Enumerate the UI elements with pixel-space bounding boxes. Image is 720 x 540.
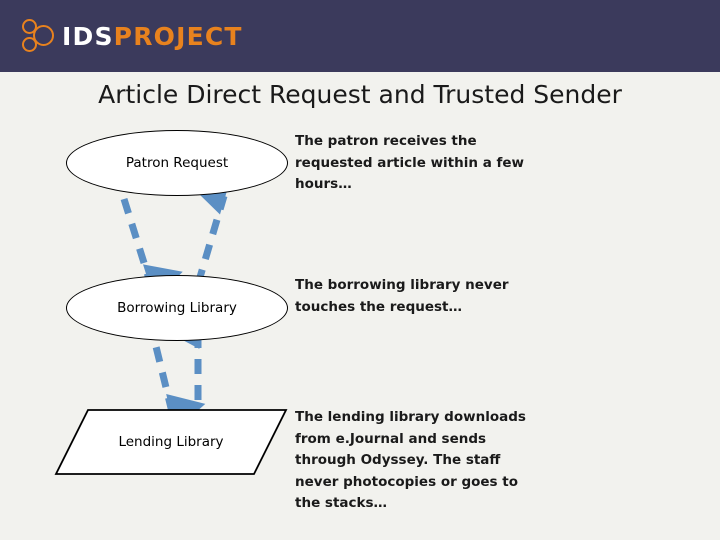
node-patron-request-label: Patron Request: [125, 155, 229, 171]
node-borrowing-library-label: Borrowing Library: [117, 300, 237, 316]
note-patron: The patron receives the requested articl…: [295, 133, 524, 193]
ids-project-logo: IDSPROJECT: [22, 14, 243, 58]
node-lending-library[interactable]: Lending Library: [54, 408, 288, 476]
logo-text-ids: IDS: [62, 21, 114, 51]
arrow-patron-to-borrowing: [120, 197, 183, 301]
node-lending-library-label: Lending Library: [118, 434, 224, 450]
node-patron-request[interactable]: Patron Request: [66, 130, 288, 196]
page-title: Article Direct Request and Trusted Sende…: [98, 80, 622, 109]
arrow-borrowing-to-patron: [191, 178, 231, 285]
logo-wordmark: IDSPROJECT: [62, 24, 243, 49]
note-borrowing: The borrowing library never touches the …: [295, 277, 509, 315]
node-borrowing-library[interactable]: Borrowing Library: [66, 275, 288, 341]
logo-text-project: PROJECT: [113, 21, 243, 51]
three-rings-logo-icon: [22, 16, 56, 56]
note-lending: The lending library downloads from e.Jou…: [295, 409, 526, 512]
parallelogram-shape-icon: [54, 409, 288, 475]
header-band: [0, 0, 720, 72]
